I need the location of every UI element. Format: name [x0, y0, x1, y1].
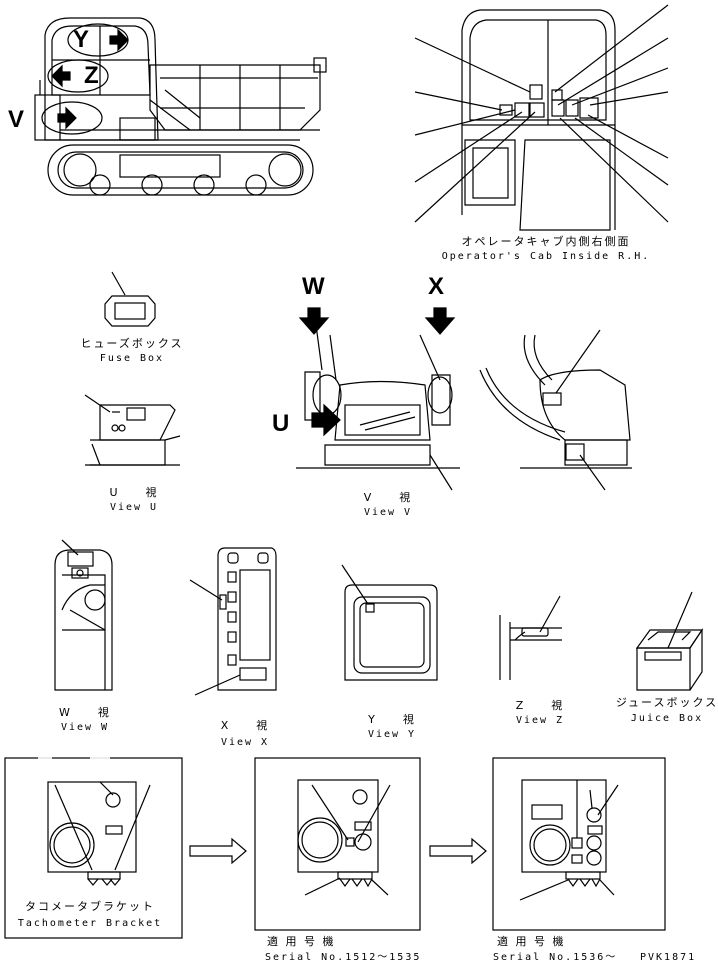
view-v-label-en: View V: [363, 507, 413, 518]
view-w-oval: [41, 101, 103, 135]
view-letter-y: Y: [73, 26, 90, 53]
view-u-drawing: [84, 394, 181, 466]
fuse-box-label-en: Fuse Box: [99, 353, 165, 364]
serial-b-label-en: Serial No.1536～: [493, 952, 618, 963]
view-w-label-en: View W: [60, 722, 110, 733]
arrow-right-icon: [311, 403, 341, 437]
juice-box-label-jp: ジュースボックス: [615, 696, 718, 709]
view-y-drawing: [341, 564, 438, 681]
view-x-label-jp: X 視: [220, 719, 270, 732]
view-z-label-jp: Z 視: [515, 699, 565, 712]
juice-box-drawing: [635, 591, 704, 691]
view-x-label-en: View X: [220, 737, 270, 748]
view-w-drawing: [54, 539, 113, 691]
panel-tachometer: [4, 757, 183, 939]
view-x-drawing: [189, 547, 277, 696]
arrow-down-icon: [424, 307, 456, 335]
view-letter-z: Z: [84, 62, 99, 89]
arrow-right-outline-icon: [429, 837, 487, 865]
view-letter-v: V: [8, 106, 25, 133]
view-u-label-en: View U: [109, 502, 159, 513]
arrow-down-icon: [298, 307, 330, 335]
side-view-drawing: [479, 329, 632, 491]
panel-serial-a: [254, 757, 421, 931]
fuse-box-label-jp: ヒューズボックス: [80, 337, 184, 350]
view-z-oval: [47, 59, 109, 93]
arrow-right-outline-icon: [189, 837, 247, 865]
view-letter-u: U: [272, 410, 290, 437]
view-y-label-jp: Y 視: [368, 713, 416, 726]
arrow-right-icon: [57, 106, 77, 130]
juice-box-label-en: Juice Box: [630, 713, 704, 724]
tachometer-label-jp: タコメータブラケット: [25, 900, 155, 913]
panel-serial-b: [492, 757, 666, 931]
view-y-label-en: View Y: [367, 729, 417, 740]
view-w-label-jp: W 視: [59, 706, 111, 719]
cab-label-en: Operator's Cab Inside R.H.: [441, 251, 651, 262]
drawing-code: PVK1871: [640, 952, 697, 963]
serial-b-label-jp: 適 用 号 機: [497, 935, 566, 948]
fuse-box-drawing: [104, 271, 156, 327]
operator-cab-drawing: [414, 4, 669, 231]
view-u-label-jp: U 視: [109, 486, 159, 499]
view-v-drawing: [296, 324, 460, 491]
serial-a-label-en: Serial No.1512～1535: [265, 952, 422, 963]
view-v-label-jp: V 視: [363, 491, 413, 504]
tachometer-label-en: Tachometer Bracket: [17, 918, 163, 929]
arrow-right-icon: [109, 28, 129, 52]
view-letter-x: X: [428, 273, 445, 300]
arrow-left-icon: [51, 64, 71, 88]
view-z-label-en: View Z: [515, 715, 565, 726]
view-letter-w: W: [302, 273, 325, 300]
crawler-dumper-machine: [34, 17, 327, 196]
cab-label-jp: オペレータキャブ内側右側面: [461, 235, 631, 248]
view-z-drawing: [499, 595, 562, 680]
serial-a-label-jp: 適 用 号 機: [267, 935, 336, 948]
